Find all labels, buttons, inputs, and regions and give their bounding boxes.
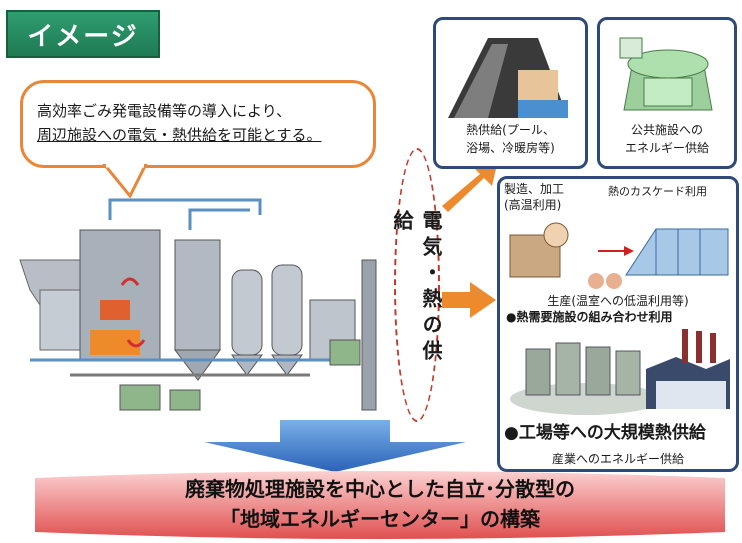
bubble-tail: [102, 164, 148, 198]
heat-caption-2: 浴場、冷暖房等): [466, 141, 555, 155]
public-caption-1: 公共施設への: [630, 123, 703, 137]
combo-label: ●熱需要施設の組み合わせ利用: [506, 310, 673, 324]
conclusion-text: 廃棄物処理施設を中心とした自立･分散型の 「地域エネルギーセンター」の構築: [40, 474, 720, 534]
public-building-illustration: [619, 37, 713, 111]
cascade-illustration: [509, 222, 729, 289]
title-badge: イメージ: [6, 10, 160, 58]
pool-illustration: [448, 38, 568, 118]
down-arrow: [204, 420, 466, 472]
public-facility-box: 公共施設への エネルギー供給: [597, 17, 737, 169]
incineration-plant-illustration: [19, 198, 377, 411]
production-label: 生産(温室への低温利用等): [547, 294, 689, 308]
speech-bubble: 高効率ごみ発電設備等の導入により、 周辺施設への電気・熱供給を可能とする。: [20, 80, 376, 168]
factory-illustration: [510, 329, 730, 415]
conclusion-line-2: 「地域エネルギーセンター」の構築: [220, 507, 540, 531]
public-caption-2: エネルギー供給: [624, 141, 709, 155]
conclusion-line-1: 廃棄物処理施設を中心とした自立･分散型の: [185, 477, 575, 501]
cascade-label: 熱のカスケード利用: [608, 185, 707, 198]
manufacturing-label-1: 製造、加工: [504, 182, 565, 196]
industry-caption: 産業へのエネルギー供給: [551, 452, 684, 466]
supply-ellipse: [394, 148, 440, 422]
conclusion-banner: [35, 471, 725, 539]
bubble-line-1: 高効率ごみ発電設備等の導入により、: [37, 102, 292, 120]
heat-supply-box: 熱供給(プール、 浴場、冷暖房等): [433, 17, 588, 169]
arrow-to-heat-box: [442, 160, 498, 212]
industry-box: 製造、加工 (高温利用) 熱のカスケード利用 生産(温室への低温利用等) ●熱需…: [497, 176, 739, 472]
factory-label: ●工場等への大規模熱供給: [504, 423, 706, 443]
supply-label: 電気・熱の供給: [390, 210, 443, 366]
heat-caption-1: 熱供給(プール、: [466, 123, 555, 137]
bubble-line-2: 周辺施設への電気・熱供給を可能とする。: [37, 126, 322, 144]
arrow-to-industry-box: [442, 282, 496, 318]
manufacturing-label-2: (高温利用): [504, 198, 562, 212]
